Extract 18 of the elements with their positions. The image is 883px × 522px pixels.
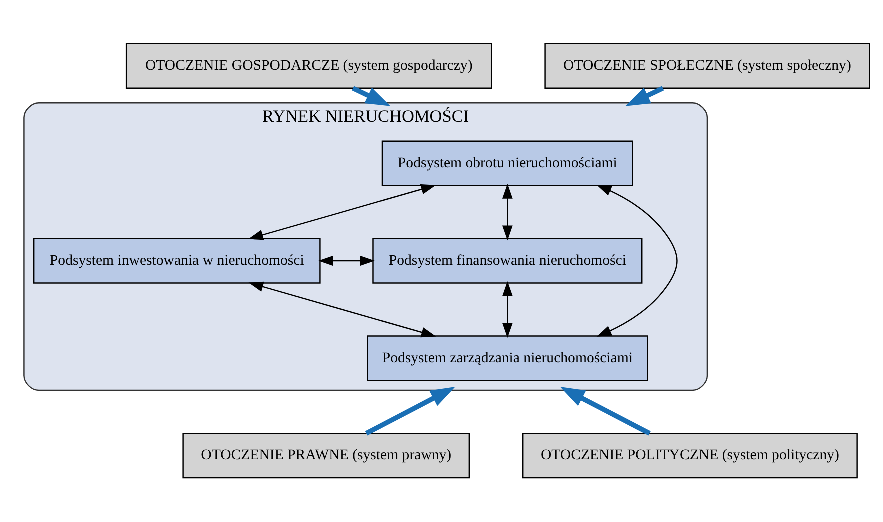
arrow [318,256,374,266]
arrow [248,184,436,240]
node-box: OTOCZENIE PRAWNE (system prawny) [182,433,470,479]
arrow [560,387,650,436]
node-box: OTOCZENIE GOSPODARCZE (system gospodarczy) [125,43,492,89]
node-box: Podsystem obrotu nieruchomościami [381,140,633,186]
arrow [502,281,512,338]
arrow [596,185,678,337]
node-box: Podsystem zarządzania nieruchomościami [366,336,648,382]
node-box: Podsystem inwestowania w nieruchomości [32,238,320,284]
node-box: Podsystem finansowania nieruchomości [372,238,642,284]
arrow [364,387,455,436]
arrow [502,184,512,241]
arrow [352,86,390,106]
arrow [624,86,664,106]
node-box: OTOCZENIE SPOŁECZNE (system społeczny) [544,43,870,89]
arrow [248,282,436,338]
node-box: OTOCZENIE POLITYCZNE (system polityczny) [522,433,858,479]
